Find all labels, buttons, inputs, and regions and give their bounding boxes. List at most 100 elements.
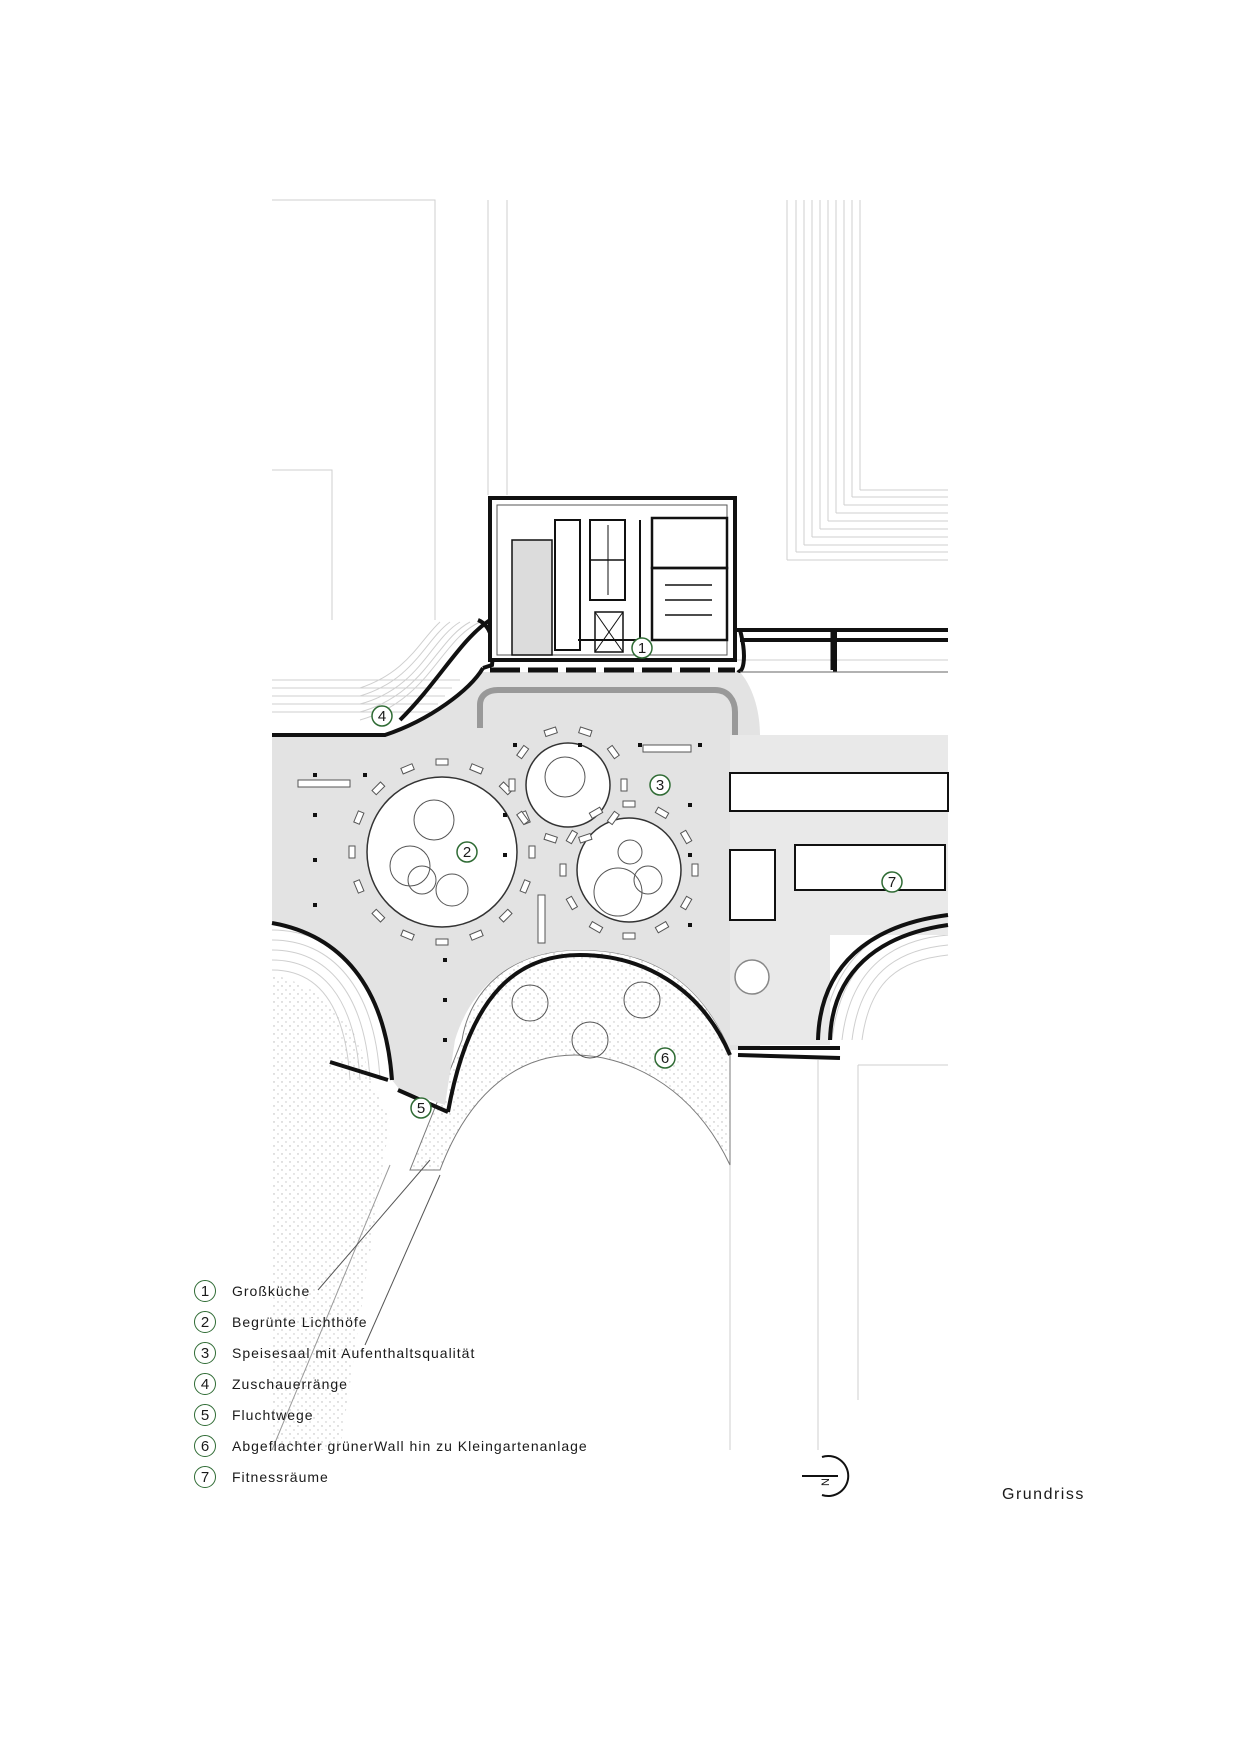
dining-hall-floor (272, 672, 760, 1105)
chair (559, 863, 567, 877)
legend-number: 4 (194, 1373, 216, 1395)
north-letter: N (820, 1478, 832, 1486)
columns (313, 743, 702, 1042)
plan-marker-number: 3 (656, 777, 664, 794)
column (688, 803, 692, 807)
legend-item: 6 Abgeflachter grünerWall hin zu Kleinga… (194, 1433, 588, 1459)
chair (691, 863, 699, 877)
column (443, 998, 447, 1002)
legend-number: 6 (194, 1435, 216, 1457)
chairs (348, 726, 699, 946)
plan-marker-circle (371, 705, 393, 727)
courtyards (366, 742, 770, 995)
plan-marker-number: 6 (661, 1050, 669, 1067)
legend-item: 7 Fitnessräume (194, 1464, 329, 1490)
column (513, 743, 517, 747)
chair (435, 758, 449, 766)
legend-label: Begrünte Lichthöfe (232, 1314, 368, 1330)
column (688, 923, 692, 927)
legend-item: 2 Begrünte Lichthöfe (194, 1309, 368, 1335)
plan-marker-number: 2 (463, 844, 471, 861)
column (363, 773, 367, 777)
kitchen-building (488, 496, 948, 673)
chair (348, 845, 356, 859)
leader-line (364, 1174, 441, 1346)
plan-marker-number: 4 (378, 708, 386, 725)
north-arrow-icon: N (802, 1455, 850, 1497)
chair (528, 845, 536, 859)
plan-marker-number: 7 (888, 874, 896, 891)
chair (565, 895, 579, 911)
serving-counter (477, 687, 738, 735)
chair (353, 810, 365, 825)
green-wall (409, 949, 731, 1171)
chair (606, 744, 620, 760)
legend-label: Abgeflachter grünerWall hin zu Kleingart… (232, 1438, 588, 1454)
chair (400, 929, 415, 941)
chair (469, 929, 484, 941)
courtyard-trees (389, 756, 663, 1059)
chair (519, 879, 531, 894)
legend-label: Fluchtwege (232, 1407, 314, 1423)
plan-marker-circle (881, 871, 903, 893)
chair (654, 920, 670, 934)
legend-number: 2 (194, 1311, 216, 1333)
south-planting (272, 975, 390, 1450)
legend-number: 7 (194, 1466, 216, 1488)
column (443, 1038, 447, 1042)
path-line (271, 1164, 391, 1451)
column (313, 813, 317, 817)
column (688, 853, 692, 857)
column (638, 743, 642, 747)
column (313, 773, 317, 777)
chair (498, 781, 513, 796)
legend-label: Zuschauerränge (232, 1376, 348, 1392)
chair (578, 726, 593, 738)
chair (578, 832, 593, 844)
chair (543, 832, 558, 844)
chair (400, 763, 415, 775)
legend-item: 3 Speisesaal mit Aufenthaltsqualität (194, 1340, 475, 1366)
plan-marker-circle (654, 1047, 676, 1069)
chair (565, 829, 579, 845)
legend-label: Speisesaal mit Aufenthaltsqualität (232, 1345, 476, 1361)
legend-item: 4 Zuschauerränge (194, 1371, 348, 1397)
legend-label: Großküche (232, 1283, 311, 1299)
plan-title: Grundriss (1002, 1486, 1085, 1503)
site-context (272, 199, 948, 1450)
legend-item: 1 Großküche (194, 1278, 310, 1304)
chair (353, 879, 365, 894)
plan-marker-circle (456, 841, 478, 863)
plan-marker-circle (631, 637, 653, 659)
plan-markers: 1 2 3 4 5 6 7 (371, 637, 903, 1119)
plan-marker-number: 5 (417, 1100, 425, 1117)
chair (588, 806, 604, 820)
long-tables (297, 744, 949, 944)
chair (622, 932, 636, 940)
chair (606, 810, 620, 826)
column (313, 903, 317, 907)
chair (679, 829, 693, 845)
chair (469, 763, 484, 775)
legend-item: 5 Fluchtwege (194, 1402, 314, 1428)
chair (516, 810, 530, 826)
chair (371, 781, 386, 796)
chair (371, 908, 386, 923)
plan-marker-circle (410, 1097, 432, 1119)
chair (588, 920, 604, 934)
legend-number: 1 (194, 1280, 216, 1302)
chair (498, 908, 513, 923)
column (503, 813, 507, 817)
chair (516, 744, 530, 760)
chair (543, 726, 558, 738)
leader-line-2 (317, 1159, 431, 1291)
column (313, 858, 317, 862)
chair (654, 806, 670, 820)
chair (620, 778, 628, 792)
plan-marker-number: 1 (638, 640, 646, 657)
column (698, 743, 702, 747)
chair (679, 895, 693, 911)
column (503, 853, 507, 857)
chair (622, 800, 636, 808)
